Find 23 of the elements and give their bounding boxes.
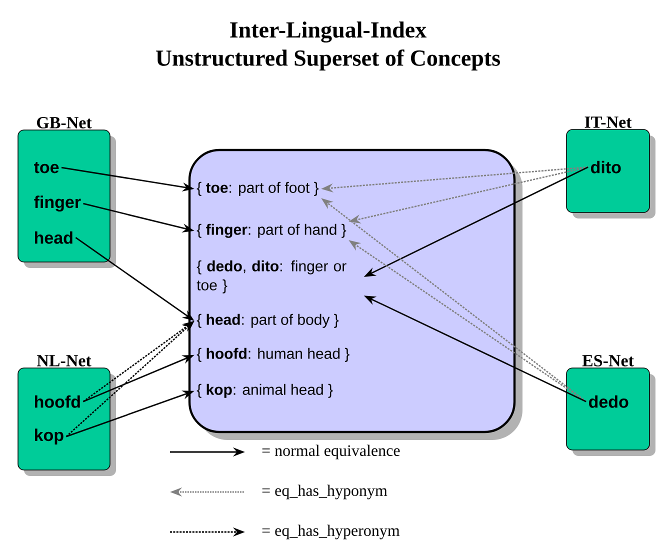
concept-entry: { finger: part of hand } [196, 224, 346, 238]
legend-text: = normal equivalence [262, 444, 400, 460]
concept-entry: { head: part of body } [196, 314, 339, 328]
concept-box [188, 148, 522, 440]
legend-text: = eq_has_hyperonym [262, 524, 400, 540]
node-label: GB-Net [36, 116, 92, 128]
word: dito [591, 160, 621, 174]
concept-entry: { toe: part of foot } [196, 182, 319, 196]
legend-text: = eq_has_hyponym [262, 484, 388, 500]
word: hoofd [35, 395, 80, 408]
title: Inter-Lingual-Index [230, 21, 426, 43]
concept-entry: { hoofd: human head } [196, 348, 350, 362]
word: toe [34, 162, 59, 174]
word: kop [35, 428, 64, 445]
word: dedo [589, 395, 628, 408]
node-label: IT-Net [584, 116, 632, 128]
subtitle: Unstructured Superset of Concepts [156, 49, 500, 71]
concept-entry: { dedo, dito: finger or toe } [196, 260, 346, 294]
word: finger [34, 196, 81, 212]
concept-entry: { kop: animal head } [196, 384, 333, 398]
node-label: ES-Net [582, 354, 634, 366]
node-label: NL-Net [36, 355, 92, 366]
word: head [35, 231, 72, 244]
